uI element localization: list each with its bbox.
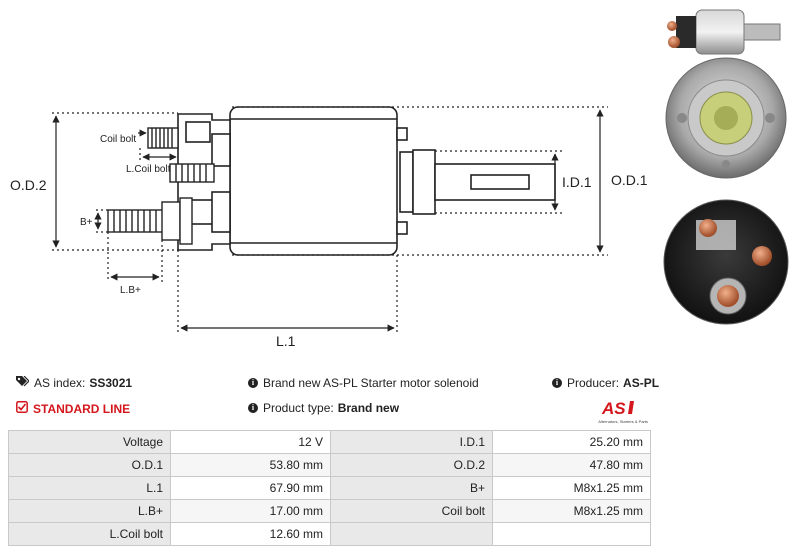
table-row: Voltage 12 V I.D.1 25.20 mm: [8, 430, 651, 454]
producer-label: Producer:: [567, 376, 620, 390]
spec-value: 12 V: [170, 430, 331, 454]
coil-bolt: [147, 127, 215, 183]
tag-icon: [16, 375, 30, 390]
spec-value: 25.20 mm: [492, 430, 651, 454]
lb-plus-label: L.B+: [120, 285, 141, 296]
specifications-table: Voltage 12 V I.D.1 25.20 mm O.D.1 53.80 …: [8, 430, 651, 546]
description: i Brand new AS-PL Starter motor solenoid: [248, 376, 479, 390]
info-icon: i: [248, 403, 258, 413]
spec-value: 17.00 mm: [170, 499, 331, 523]
product-type-value: Brand new: [337, 401, 400, 415]
product-type: i Product type: Brand new: [248, 401, 399, 415]
solenoid-dimension-drawing: O.D.2 O.D.1 I.D.1 L.1 Coil bolt L.Coil b…: [10, 106, 648, 349]
coil-bolt-label: Coil bolt: [100, 134, 136, 145]
as-index-value: SS3021: [89, 376, 133, 390]
spec-label: L.B+: [8, 499, 171, 523]
solenoid-body: [177, 106, 556, 256]
standard-line-label: STANDARD LINE: [33, 401, 131, 416]
front-view-photo: [665, 57, 787, 179]
as-index: AS index: SS3021: [16, 375, 133, 390]
dimension-arrows: [52, 109, 604, 332]
spec-label: L.1: [8, 476, 171, 500]
info-icon: i: [248, 378, 258, 388]
product-photos: [652, 0, 800, 360]
side-view-photo: [667, 9, 781, 55]
as-index-label: AS index:: [34, 376, 86, 390]
id1-label: I.D.1: [562, 174, 592, 190]
spec-value: 67.90 mm: [170, 476, 331, 500]
table-row: L.B+ 17.00 mm Coil bolt M8x1.25 mm: [8, 499, 651, 523]
table-row: L.Coil bolt 12.60 mm: [8, 522, 651, 546]
product-photo-set: [663, 9, 789, 325]
od1-label: O.D.1: [611, 172, 648, 188]
b-plus-label: B+: [80, 217, 93, 228]
spec-label: B+: [330, 476, 493, 500]
product-type-label: Product type:: [263, 401, 334, 415]
spec-value: M8x1.25 mm: [492, 476, 651, 500]
logo-tagline: Alternators, Starters & Parts: [598, 419, 648, 424]
spec-value: [492, 522, 651, 546]
spec-label: Voltage: [8, 430, 171, 454]
spec-value: 47.80 mm: [492, 453, 651, 477]
spec-label: Coil bolt: [330, 499, 493, 523]
spec-label: L.Coil bolt: [8, 522, 171, 546]
technical-drawing: O.D.2 O.D.1 I.D.1 L.1 Coil bolt L.Coil b…: [10, 106, 648, 349]
as-pl-logo: AS Alternators, Starters & Parts: [578, 397, 650, 425]
spec-value: 53.80 mm: [170, 453, 331, 477]
rear-view-photo: [663, 199, 789, 325]
spec-label: I.D.1: [330, 430, 493, 454]
logo-mark: AS Alternators, Starters & Parts: [598, 399, 648, 424]
table-row: L.1 67.90 mm B+ M8x1.25 mm: [8, 476, 651, 500]
b-plus-bolt: [107, 197, 193, 245]
od2-label: O.D.2: [10, 177, 47, 193]
logo-text: AS: [601, 399, 626, 418]
l1-label: L.1: [276, 333, 296, 349]
info-icon: i: [552, 378, 562, 388]
table-row: O.D.1 53.80 mm O.D.2 47.80 mm: [8, 453, 651, 477]
spec-label: O.D.2: [330, 453, 493, 477]
l-coil-bolt-label: L.Coil bolt: [126, 164, 171, 175]
checkbox-icon: [16, 401, 28, 416]
spec-label: [330, 522, 493, 546]
description-text: Brand new AS-PL Starter motor solenoid: [263, 376, 479, 390]
producer-value: AS-PL: [623, 376, 660, 390]
spec-value: 12.60 mm: [170, 522, 331, 546]
extension-lines: [52, 106, 608, 332]
spec-label: O.D.1: [8, 453, 171, 477]
standard-line: STANDARD LINE: [16, 401, 130, 416]
producer: i Producer: AS-PL: [552, 376, 659, 390]
spec-value: M8x1.25 mm: [492, 499, 651, 523]
